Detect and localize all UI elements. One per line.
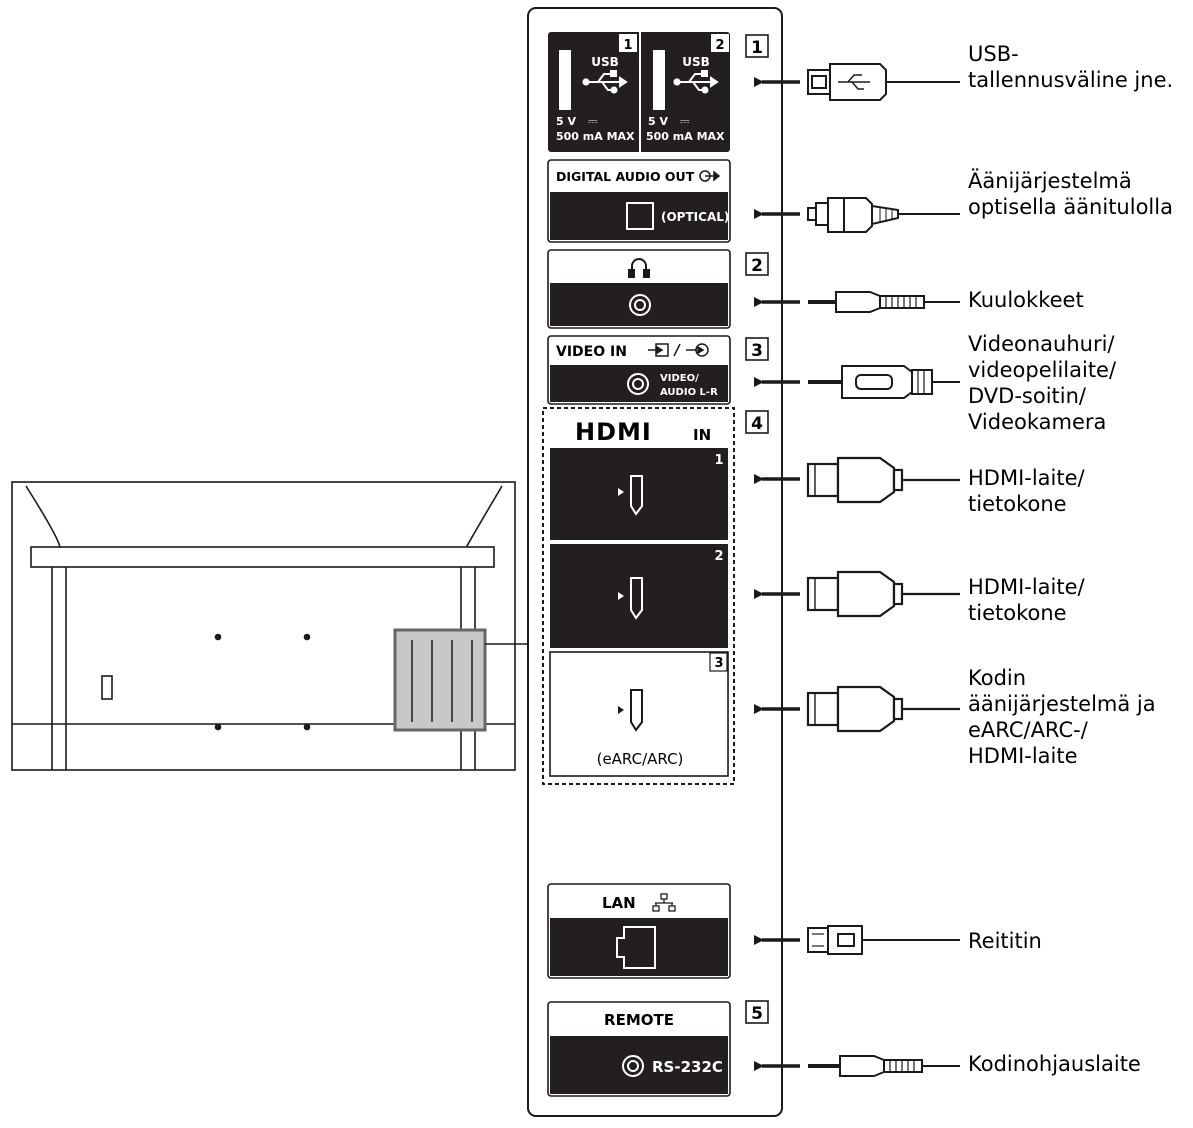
usb-1-voltage: 5 V (556, 115, 576, 128)
hdmi-plug-icon-3 (806, 685, 960, 733)
label-headphones: Kuulokkeet (968, 287, 1084, 313)
label-line: tietokone (968, 601, 1067, 625)
hdmi-plug-icon-2 (806, 570, 960, 618)
usb-1-dc-symbol: ⎓ (588, 114, 598, 128)
label-line: tallennusväline jne. (968, 68, 1174, 92)
headphones-icon (628, 258, 650, 278)
label-line: äänijärjestelmä ja (968, 692, 1156, 716)
video-port-label-line1: VIDEO/ (660, 373, 699, 384)
usb-2-number: 2 (715, 38, 724, 53)
usb-2-current: 500 mA MAX (646, 130, 725, 143)
label-line: tietokone (968, 492, 1067, 516)
label-usb-storage: USB- tallennusväline jne. (968, 41, 1173, 93)
marker-1: 1 (751, 38, 763, 58)
hdmi-plug-icon-1 (806, 456, 960, 504)
label-line: DVD-soitin/ (968, 384, 1086, 408)
hdmi-port-group: HDMI IN 1 2 3 (eARC/ARC) (542, 407, 735, 785)
label-router: Reititin (968, 928, 1042, 954)
usb-plug-icon (807, 63, 960, 101)
lan-port[interactable]: LAN (547, 883, 731, 979)
marker-4: 4 (751, 414, 763, 434)
digital-audio-out-title: DIGITAL AUDIO OUT (556, 169, 695, 184)
video-in-port[interactable]: VIDEO IN VIDEO/ AUDIO L-R (547, 335, 731, 405)
marker-5: 5 (751, 1004, 763, 1024)
hdmi-port-3[interactable]: 3 (eARC/ARC) (549, 651, 729, 777)
label-line: HDMI-laite/ (968, 466, 1085, 490)
video-port-label-line2: AUDIO L-R (660, 387, 718, 398)
label-line: USB- (968, 42, 1019, 66)
audio-out-icon (699, 170, 721, 182)
label-line: Videokamera (968, 410, 1107, 434)
tv-terminal-area (393, 628, 528, 732)
label-video-devices: Videonauhuri/ videopelilaite/ DVD-soitin… (968, 331, 1116, 435)
optical-plug-icon (807, 197, 960, 233)
hdmi-logo: HDMI (575, 418, 652, 446)
usb-port-2[interactable]: 2 USB 5 V ⎓ 500 mA MAX (646, 34, 729, 143)
hdmi-port-2[interactable]: 2 (550, 544, 728, 648)
digital-audio-out-port[interactable]: DIGITAL AUDIO OUT (OPTICAL) (547, 159, 731, 243)
label-home-audio: Kodin äänijärjestelmä ja eARC/ARC-/ HDMI… (968, 665, 1156, 769)
label-line: Kodin (968, 666, 1027, 690)
rs232c-plug-icon (808, 1055, 960, 1077)
lan-title: LAN (602, 894, 636, 912)
rs232c-label: RS-232C (652, 1058, 723, 1076)
label-line: Videonauhuri/ (968, 332, 1115, 356)
number-markers (745, 34, 769, 1024)
hdmi-2-number: 2 (714, 549, 723, 564)
hdmi-in-label: IN (693, 426, 711, 444)
video-input-icon (648, 343, 709, 357)
video-in-title: VIDEO IN (556, 344, 627, 360)
lan-plug-icon (807, 925, 960, 955)
hdmi-1-number: 1 (714, 453, 723, 468)
tv-back-view (11, 481, 516, 771)
label-home-control: Kodinohjauslaite (968, 1051, 1141, 1077)
label-line: Kodinohjauslaite (968, 1052, 1141, 1076)
hdmi-port-1[interactable]: 1 (550, 448, 728, 540)
remote-port[interactable]: REMOTE RS-232C (547, 1001, 731, 1097)
label-audio-system: Äänijärjestelmä optisella äänitulolla (968, 168, 1173, 220)
arrows (754, 77, 800, 1071)
label-line: videopelilaite/ (968, 358, 1117, 382)
usb-trident-icon (582, 70, 628, 94)
usb-1-word: USB (591, 55, 619, 69)
network-icon (652, 893, 676, 912)
headphone-plug-icon (808, 291, 960, 313)
label-line: eARC/ARC-/ (968, 718, 1088, 742)
label-line: Äänijärjestelmä (968, 169, 1132, 193)
marker-3: 3 (751, 341, 763, 361)
usb-2-word: USB (682, 55, 710, 69)
usb-port-1[interactable]: 1 USB 5 V ⎓ 500 mA MAX (556, 34, 637, 143)
usb-2-dc-symbol: ⎓ (680, 114, 690, 128)
hdmi-3-number: 3 (714, 656, 723, 671)
label-hdmi-device-2: HDMI-laite/ tietokone (968, 574, 1085, 626)
label-line: Reititin (968, 929, 1042, 953)
usb-trident-icon (673, 70, 719, 94)
label-line: Kuulokkeet (968, 288, 1084, 312)
earc-label: (eARC/ARC) (597, 750, 684, 768)
usb-2-voltage: 5 V (648, 115, 668, 128)
usb-1-number: 1 (623, 38, 632, 53)
usb-1-current: 500 mA MAX (556, 130, 635, 143)
optical-port-label: (OPTICAL) (661, 210, 729, 224)
marker-2: 2 (751, 256, 763, 276)
usb-port-group: 1 USB 5 V ⎓ 500 mA MAX 2 USB (548, 32, 730, 152)
label-line: HDMI-laite/ (968, 575, 1085, 599)
label-hdmi-device-1: HDMI-laite/ tietokone (968, 465, 1085, 517)
headphone-port[interactable] (547, 249, 731, 329)
video-plug-icon (808, 365, 960, 399)
label-line: HDMI-laite (968, 744, 1078, 768)
remote-title: REMOTE (604, 1011, 674, 1029)
label-line: optisella äänitulolla (968, 195, 1173, 219)
